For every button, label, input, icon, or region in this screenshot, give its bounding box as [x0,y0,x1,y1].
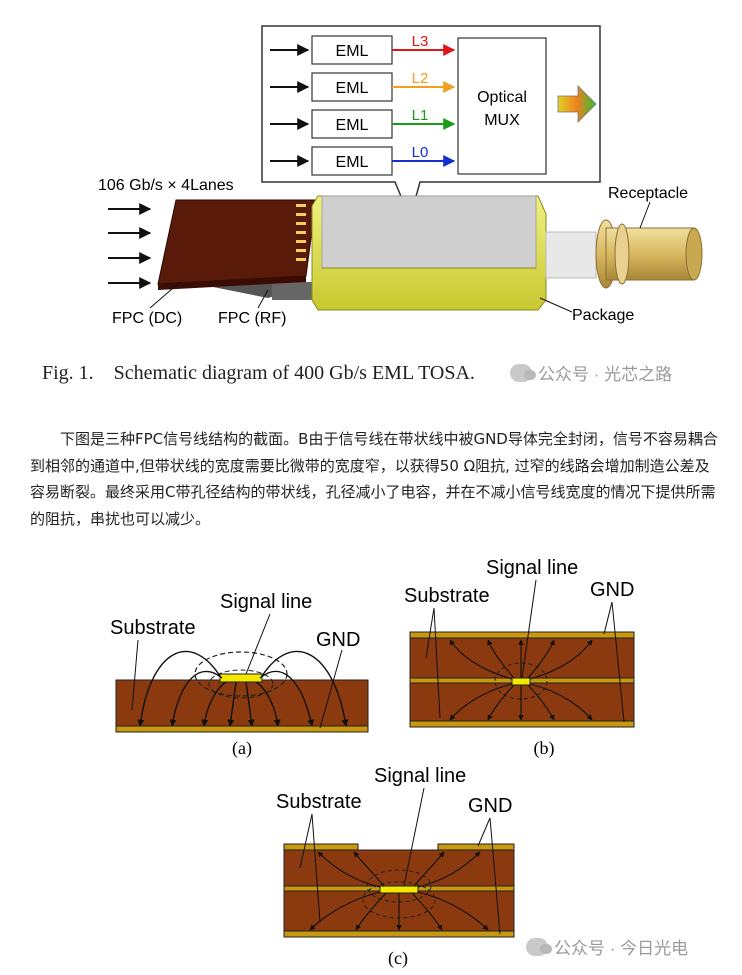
receptacle [545,219,703,289]
eml-array: EML L3 EML L2 EML L1 EML L0 [270,33,456,176]
lane-label-l2: L2 [412,70,429,87]
watermark-bottom: 公众号 · 今日光电 [526,934,688,959]
signal-trace [219,673,263,683]
label-substrate: Substrate [110,617,196,639]
lane-label-l0: L0 [412,144,429,161]
receptacle-label: Receptacle [608,185,688,202]
mux-label-1: Optical [477,89,527,106]
label-gnd: GND [316,629,360,651]
body-paragraph-container: 下图是三种FPC信号线结构的截面。B由于信号线在带状线中被GND导体完全封闭，信… [30,426,720,532]
eml-row-l1: EML L1 [270,107,456,139]
label-substrate: Substrate [404,585,490,607]
mux-label-2: MUX [484,112,520,129]
fpc-dc [157,199,317,290]
package-label: Package [572,307,634,324]
label-gnd: GND [468,795,512,817]
optical-mux: Optical MUX [457,37,547,175]
label-signal-line: Signal line [374,765,466,787]
bitrate-label: 106 Gb/s × 4Lanes [98,177,234,194]
fig1-caption: Fig. 1. Schematic diagram of 400 Gb/s EM… [42,362,475,384]
label-a: (a) [232,738,252,759]
eml-row-l0: EML L0 [270,144,456,176]
label-signal-line: Signal line [486,557,578,579]
label-signal-line: Signal line [220,591,312,613]
input-arrows [108,203,152,289]
eml-label: EML [336,117,369,134]
tosa-package [311,195,547,311]
wechat-icon [510,363,536,382]
wechat-icon [526,937,552,956]
fpc-rf-label: FPC (RF) [218,310,286,327]
label-c: (c) [388,948,408,969]
signal-trace [511,677,531,686]
eml-label: EML [336,43,369,60]
cross-section-a: Substrate Signal line GND (a) [110,591,369,759]
fpc-cross-sections: Substrate Signal line GND (a) Substrate [110,557,635,969]
tosa-schematic: EML L3 EML L2 EML L1 EML L0 Optica [98,25,703,327]
eml-label: EML [336,80,369,97]
eml-row-l2: EML L2 [270,70,456,102]
watermark-top: 公众号 · 光芯之路 [510,360,672,385]
eml-label: EML [336,154,369,171]
output-arrow-icon [557,85,597,123]
fpc-dc-label: FPC (DC) [112,310,182,327]
label-substrate: Substrate [276,791,362,813]
label-gnd: GND [590,579,634,601]
cross-section-c: Substrate Signal line GND (c) [276,765,515,969]
lane-label-l3: L3 [412,33,429,50]
watermark-text: 公众号 · 光芯之路 [538,365,673,384]
body-paragraph: 下图是三种FPC信号线结构的截面。B由于信号线在带状线中被GND导体完全封闭，信… [30,430,718,528]
eml-row-l3: EML L3 [270,33,456,65]
label-b: (b) [534,738,555,759]
cross-section-b: Substrate Signal line GND (b) [404,557,635,759]
watermark-text: 公众号 · 今日光电 [554,939,689,958]
lane-label-l1: L1 [412,107,429,124]
signal-trace [379,885,419,894]
